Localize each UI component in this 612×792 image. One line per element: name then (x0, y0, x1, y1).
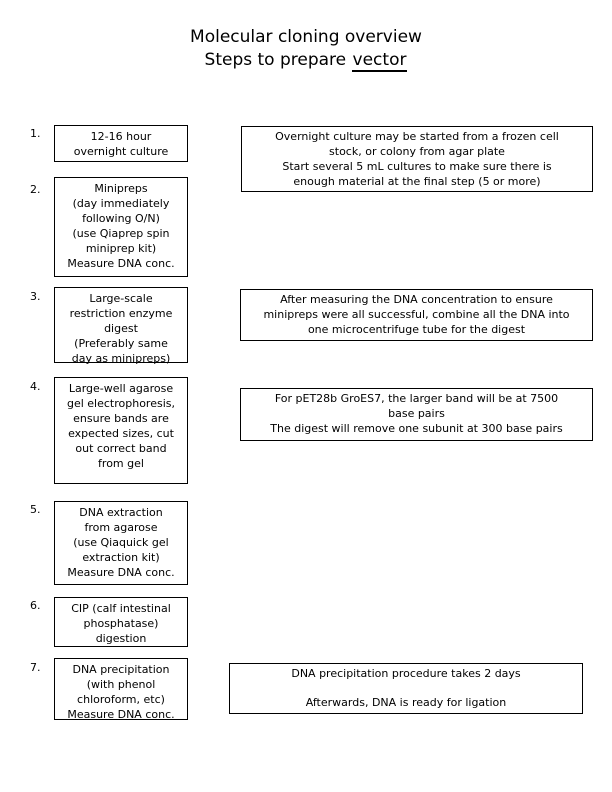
note-box-precipitation-timing: DNA precipitation procedure takes 2 days… (229, 663, 583, 714)
step-box-cip-digestion: CIP (calf intestinal phosphatase) digest… (54, 597, 188, 647)
step-box-overnight-culture: 12-16 hour overnight culture (54, 125, 188, 162)
page-title-underlined-word: vector (351, 50, 408, 72)
note-box-band-sizes: For pET28b GroES7, the larger band will … (240, 388, 593, 441)
step-box-dna-precipitation: DNA precipitation (with phenol chlorofor… (54, 658, 188, 721)
note-box-combine-dna: After measuring the DNA concentration to… (240, 289, 593, 341)
step-number-7: 7. (30, 661, 41, 674)
step-box-gel-electrophoresis: Large-well agarose gel electrophoresis, … (54, 377, 188, 484)
step-number-6: 6. (30, 599, 41, 612)
step-number-1: 1. (30, 127, 41, 140)
step-box-restriction-digest: Large-scale restriction enzyme digest (P… (54, 287, 188, 365)
step-number-3: 3. (30, 290, 41, 303)
page-title-line1: Molecular cloning overview (190, 27, 422, 47)
step-number-5: 5. (30, 503, 41, 516)
step-box-minipreps: Minipreps (day immediately following O/N… (54, 177, 188, 277)
page-title: Molecular cloning overview Steps to prep… (0, 26, 612, 72)
page-title-line2: Steps to prepare vector (0, 49, 612, 72)
page-title-line2-prefix: Steps to prepare (204, 50, 352, 70)
step-number-2: 2. (30, 183, 41, 196)
step-box-dna-extraction: DNA extraction from agarose (use Qiaquic… (54, 501, 188, 585)
step-number-4: 4. (30, 380, 41, 393)
note-box-overnight-culture: Overnight culture may be started from a … (241, 126, 593, 192)
